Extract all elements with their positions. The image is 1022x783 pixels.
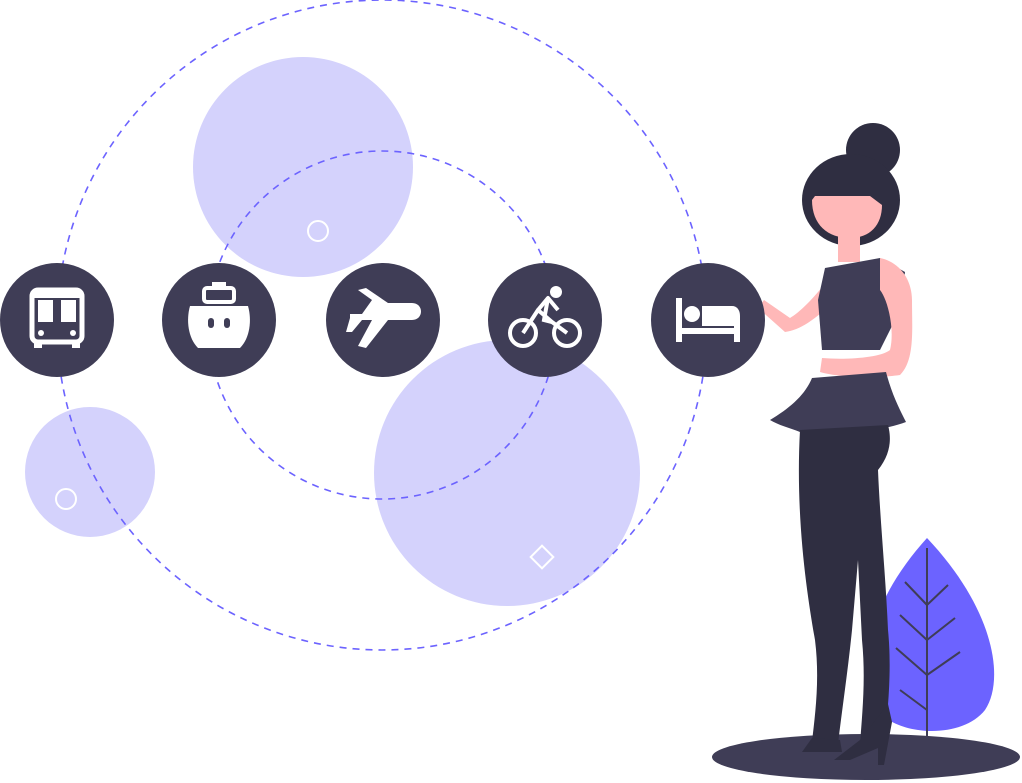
bubble-left	[25, 407, 155, 537]
face	[812, 196, 882, 238]
bubble-diamond	[529, 544, 555, 570]
left-arm	[758, 280, 835, 332]
bubble-ring-small-top	[307, 220, 329, 242]
bubble-ring-small-left	[55, 488, 77, 510]
pants	[798, 425, 890, 745]
bubble-top	[193, 57, 413, 277]
right-arm	[820, 258, 913, 377]
woman-figure	[758, 123, 913, 765]
bicycle-icon	[488, 263, 602, 377]
ship-icon	[162, 263, 276, 377]
plant-leaf	[868, 538, 995, 740]
bus-icon	[0, 263, 114, 377]
ground-shadow	[712, 734, 1020, 780]
background-bubbles	[25, 57, 640, 606]
airplane-icon	[326, 263, 440, 377]
bubble-right	[374, 340, 640, 606]
peplum	[770, 372, 906, 434]
bed-icon	[651, 263, 765, 377]
right-shoe	[834, 704, 892, 765]
left-shoe	[802, 738, 842, 752]
transport-icons	[0, 263, 765, 377]
neck	[838, 232, 860, 262]
